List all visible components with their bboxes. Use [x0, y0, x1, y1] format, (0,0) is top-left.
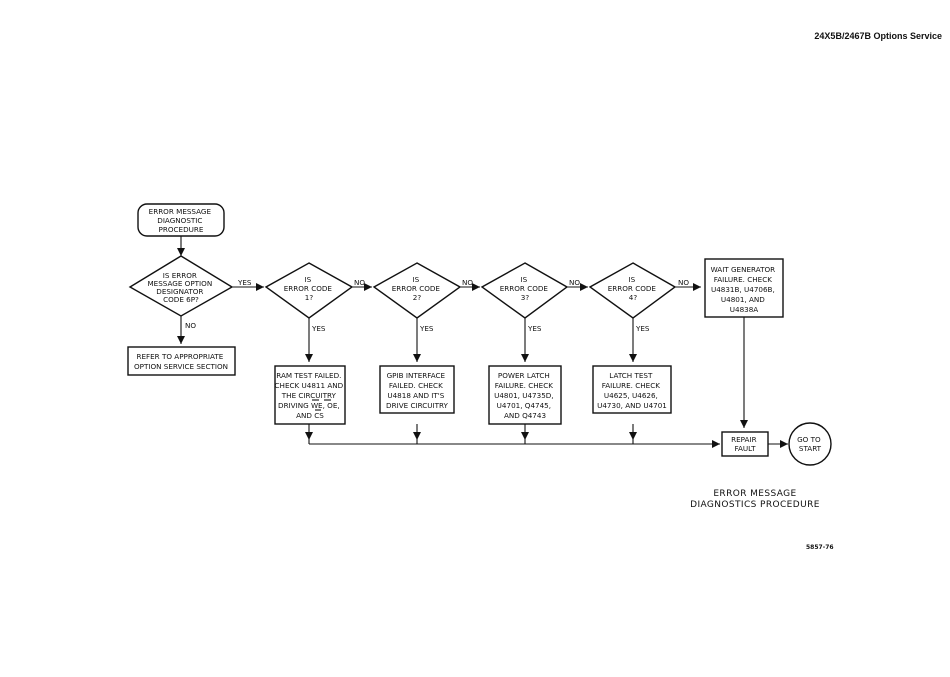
decision-code-2-label: IS ERROR CODE 2?	[392, 275, 443, 302]
start-node-label: ERROR MESSAGE DIAGNOSTIC PROCEDURE	[149, 207, 214, 234]
latch-test-label: LATCH TEST FAILURE. CHECK U4625, U4626, …	[597, 371, 667, 410]
page-header: 24X5B/2467B Options Service	[814, 31, 942, 41]
power-latch-box: POWER LATCH FAILURE. CHECK U4801, U4735D…	[488, 365, 562, 425]
edge-label-no: NO	[462, 278, 473, 287]
refer-box-label: REFER TO APPROPRIATE OPTION SERVICE SECT…	[134, 352, 228, 371]
edge-label-yes: YES	[311, 324, 326, 333]
decision-code-1-label: IS ERROR CODE 1?	[284, 275, 335, 302]
wait-generator-label: WAIT GENERATOR FAILURE. CHECK U4831B, U4…	[711, 265, 778, 314]
refer-box: REFER TO APPROPRIATE OPTION SERVICE SECT…	[127, 346, 236, 376]
gpib-box: GPIB INTERFACE FAILED. CHECK U4818 AND I…	[379, 365, 455, 414]
edge-labels: YES NO NO NO NO NO YES YES YES YES	[185, 278, 689, 333]
decision-code-1: IS ERROR CODE 1?	[264, 262, 354, 319]
wait-generator-box: WAIT GENERATOR FAILURE. CHECK U4831B, U4…	[704, 258, 784, 318]
edge-label-yes: YES	[527, 324, 542, 333]
decision-code-4: IS ERROR CODE 4?	[588, 262, 677, 319]
decision-code-4-label: IS ERROR CODE 4?	[608, 275, 659, 302]
power-latch-label: POWER LATCH FAILURE. CHECK U4801, U4735D…	[494, 371, 556, 420]
edge-label-yes: YES	[419, 324, 434, 333]
go-to-start-node: GO TO START	[788, 422, 832, 466]
decision-option-designator: IS ERROR MESSAGE OPTION DESIGNATOR CODE …	[128, 255, 234, 317]
decision-code-3: IS ERROR CODE 3?	[480, 262, 569, 319]
repair-fault-label: REPAIR FAULT	[731, 435, 759, 453]
figure-caption-line1: ERROR MESSAGE	[713, 489, 796, 499]
gpib-label: GPIB INTERFACE FAILED. CHECK U4818 AND I…	[386, 371, 448, 410]
edge-label-no: NO	[678, 278, 689, 287]
edge-label-yes: YES	[237, 278, 252, 287]
edge-label-yes: YES	[635, 324, 650, 333]
figure-caption-line2: DIAGNOSTICS PROCEDURE	[690, 500, 820, 510]
decision-code-2: IS ERROR CODE 2?	[372, 262, 462, 319]
start-node: ERROR MESSAGE DIAGNOSTIC PROCEDURE	[137, 203, 225, 237]
decision-code-3-label: IS ERROR CODE 3?	[500, 275, 551, 302]
edge-label-no: NO	[354, 278, 365, 287]
arrowheads	[177, 248, 788, 448]
edge-label-no: NO	[185, 321, 196, 330]
go-to-start-label: GO TO START	[797, 435, 823, 453]
decision-option-label: IS ERROR MESSAGE OPTION DESIGNATOR CODE …	[147, 271, 214, 304]
ram-test-label: RAM TEST FAILED. CHECK U4811 AND THE CIR…	[275, 371, 346, 420]
figure-number: 5857-76	[806, 544, 834, 551]
ram-test-box: RAM TEST FAILED. CHECK U4811 AND THE CIR…	[274, 365, 346, 425]
edge-label-no: NO	[569, 278, 580, 287]
connectors	[180, 236, 788, 445]
repair-fault-box: REPAIR FAULT	[721, 431, 769, 457]
latch-test-box: LATCH TEST FAILURE. CHECK U4625, U4626, …	[592, 365, 672, 414]
